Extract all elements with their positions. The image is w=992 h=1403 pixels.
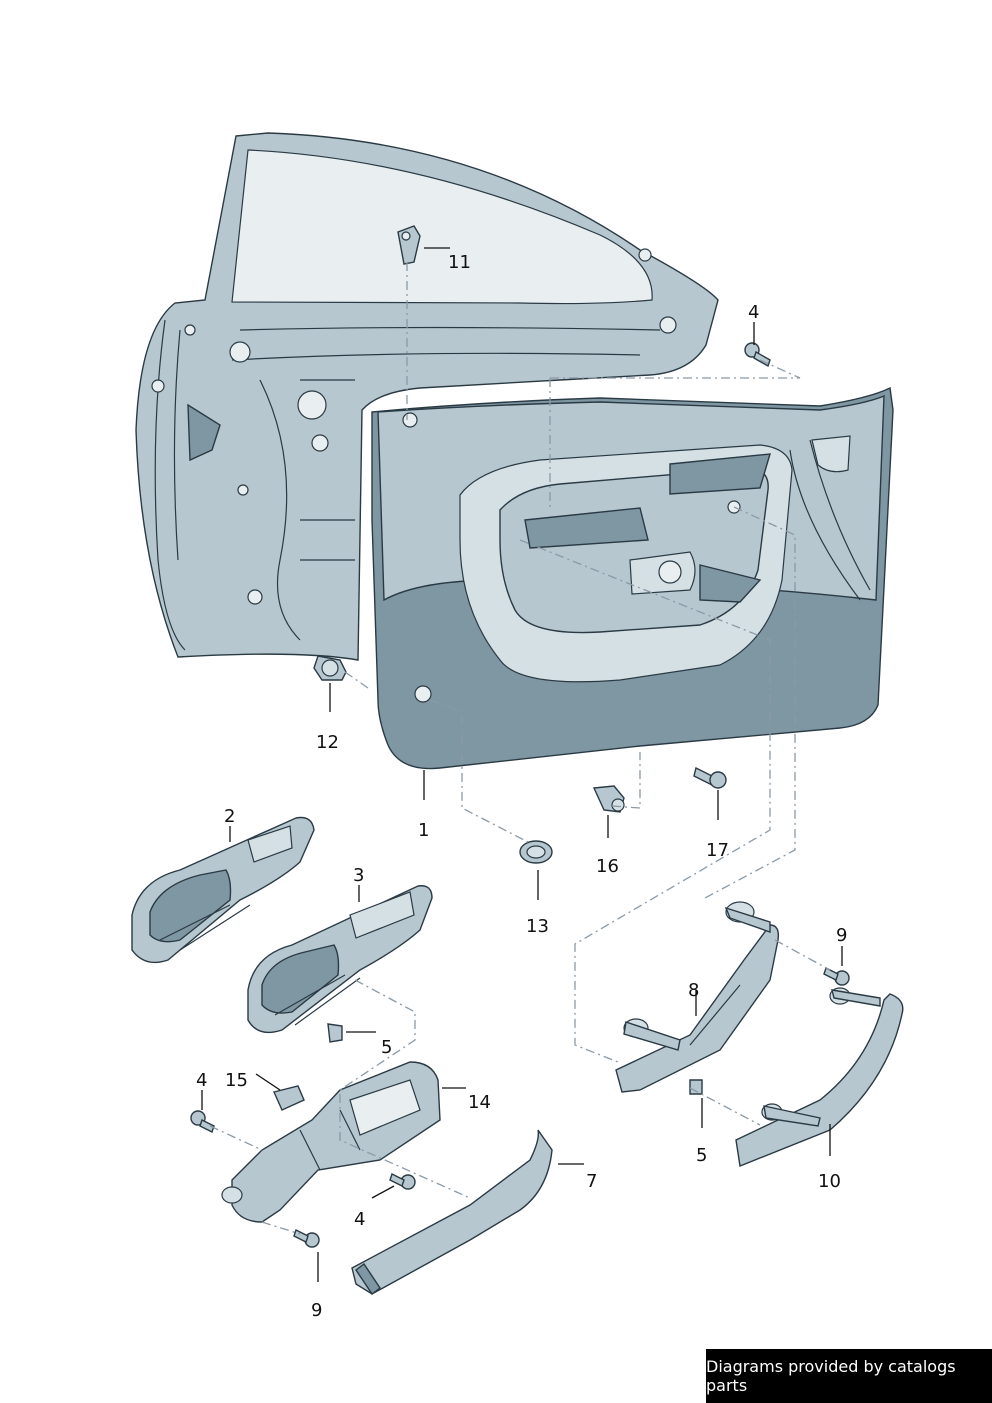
callouts: 1 2 3 4 4 4 5 5 7 8 9 9 10 11 12 13 14 1… [196, 252, 847, 1321]
clip-15 [273, 1085, 305, 1111]
leader-lines [201, 247, 843, 1282]
screw-17 [693, 766, 727, 789]
callout-4b: 4 [196, 1070, 207, 1091]
callout-13: 13 [526, 916, 549, 937]
clip-5-left [327, 1023, 343, 1043]
callout-9a: 9 [836, 925, 847, 946]
callout-2: 2 [224, 806, 235, 827]
callout-10: 10 [818, 1171, 841, 1192]
callout-3: 3 [353, 865, 364, 886]
grip-cover-10 [735, 987, 904, 1167]
callout-12: 12 [316, 732, 339, 753]
callout-17: 17 [706, 840, 729, 861]
callout-16: 16 [596, 856, 619, 877]
callout-11: 11 [448, 252, 471, 273]
clip-11 [397, 225, 421, 265]
clip-12 [313, 655, 347, 681]
screw-9-left [293, 1229, 320, 1248]
switch-housing-2 [131, 816, 315, 964]
callout-5a: 5 [381, 1037, 392, 1058]
screw-4-mid [389, 1173, 416, 1190]
assembly-lines [209, 262, 831, 1235]
screw-4-left [190, 1110, 215, 1133]
clip-16 [592, 785, 625, 813]
callout-1: 1 [418, 820, 429, 841]
callout-4c: 4 [354, 1209, 365, 1230]
callout-9b: 9 [311, 1300, 322, 1321]
switch-housing-3 [247, 885, 433, 1034]
door-frame [135, 132, 719, 661]
handle-bracket-14 [221, 1061, 441, 1223]
callout-5b: 5 [696, 1145, 707, 1166]
grommet-13 [519, 840, 553, 864]
inner-handle-8 [615, 901, 780, 1093]
watermark-banner: Diagrams provided by catalogs parts [706, 1349, 992, 1403]
callout-4a: 4 [748, 302, 759, 323]
screw-9-right [823, 967, 850, 986]
callout-8: 8 [688, 980, 699, 1001]
grip-cover-7 [351, 1129, 553, 1296]
callout-15: 15 [225, 1070, 248, 1091]
callout-14: 14 [468, 1092, 491, 1113]
door-trim-panel [371, 386, 894, 770]
callout-7: 7 [586, 1171, 597, 1192]
